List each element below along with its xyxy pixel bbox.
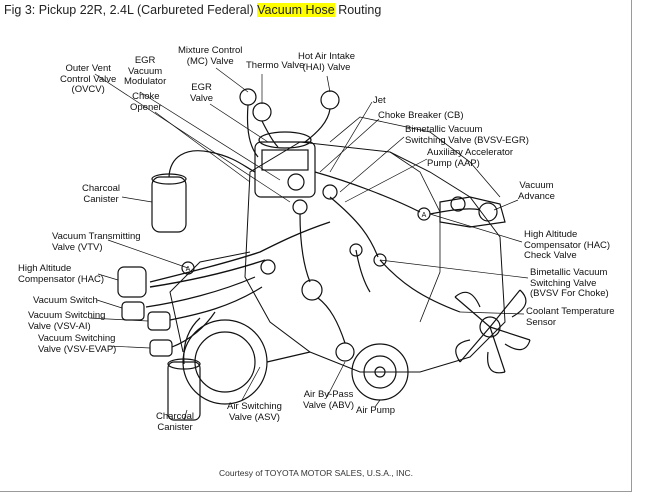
label-thermo-valve: Thermo Valve (246, 60, 305, 71)
label-vacuum-switch: Vacuum Switch (33, 295, 98, 306)
title-suffix: Routing (334, 3, 382, 17)
svg-text:A: A (422, 212, 427, 219)
title-highlight: Vacuum Hose (257, 3, 335, 17)
engine-drawing: A A (88, 67, 531, 421)
engine-diagram: A A Mixture Control(MC) Valve Thermo Val… (0, 22, 632, 472)
credit-line: Courtesy of TOYOTA MOTOR SALES, U.S.A., … (219, 468, 413, 478)
label-choke-breaker: Choke Breaker (CB) (378, 110, 464, 121)
title-prefix: Fig 3: Pickup 22R, 2.4L (Carbureted Fede… (4, 3, 258, 17)
label-air-pump: Air Pump (356, 405, 396, 416)
figure-title: Fig 3: Pickup 22R, 2.4L (Carbureted Fede… (4, 3, 381, 17)
label-hot-air-intake-valve: Hot Air Intake(HAI) Valve (298, 51, 356, 73)
figure-frame (0, 0, 632, 492)
label-jet: Jet (373, 95, 386, 106)
label-mixture-control-valve: Mixture Control(MC) Valve (178, 45, 243, 67)
svg-text:A: A (186, 266, 191, 273)
